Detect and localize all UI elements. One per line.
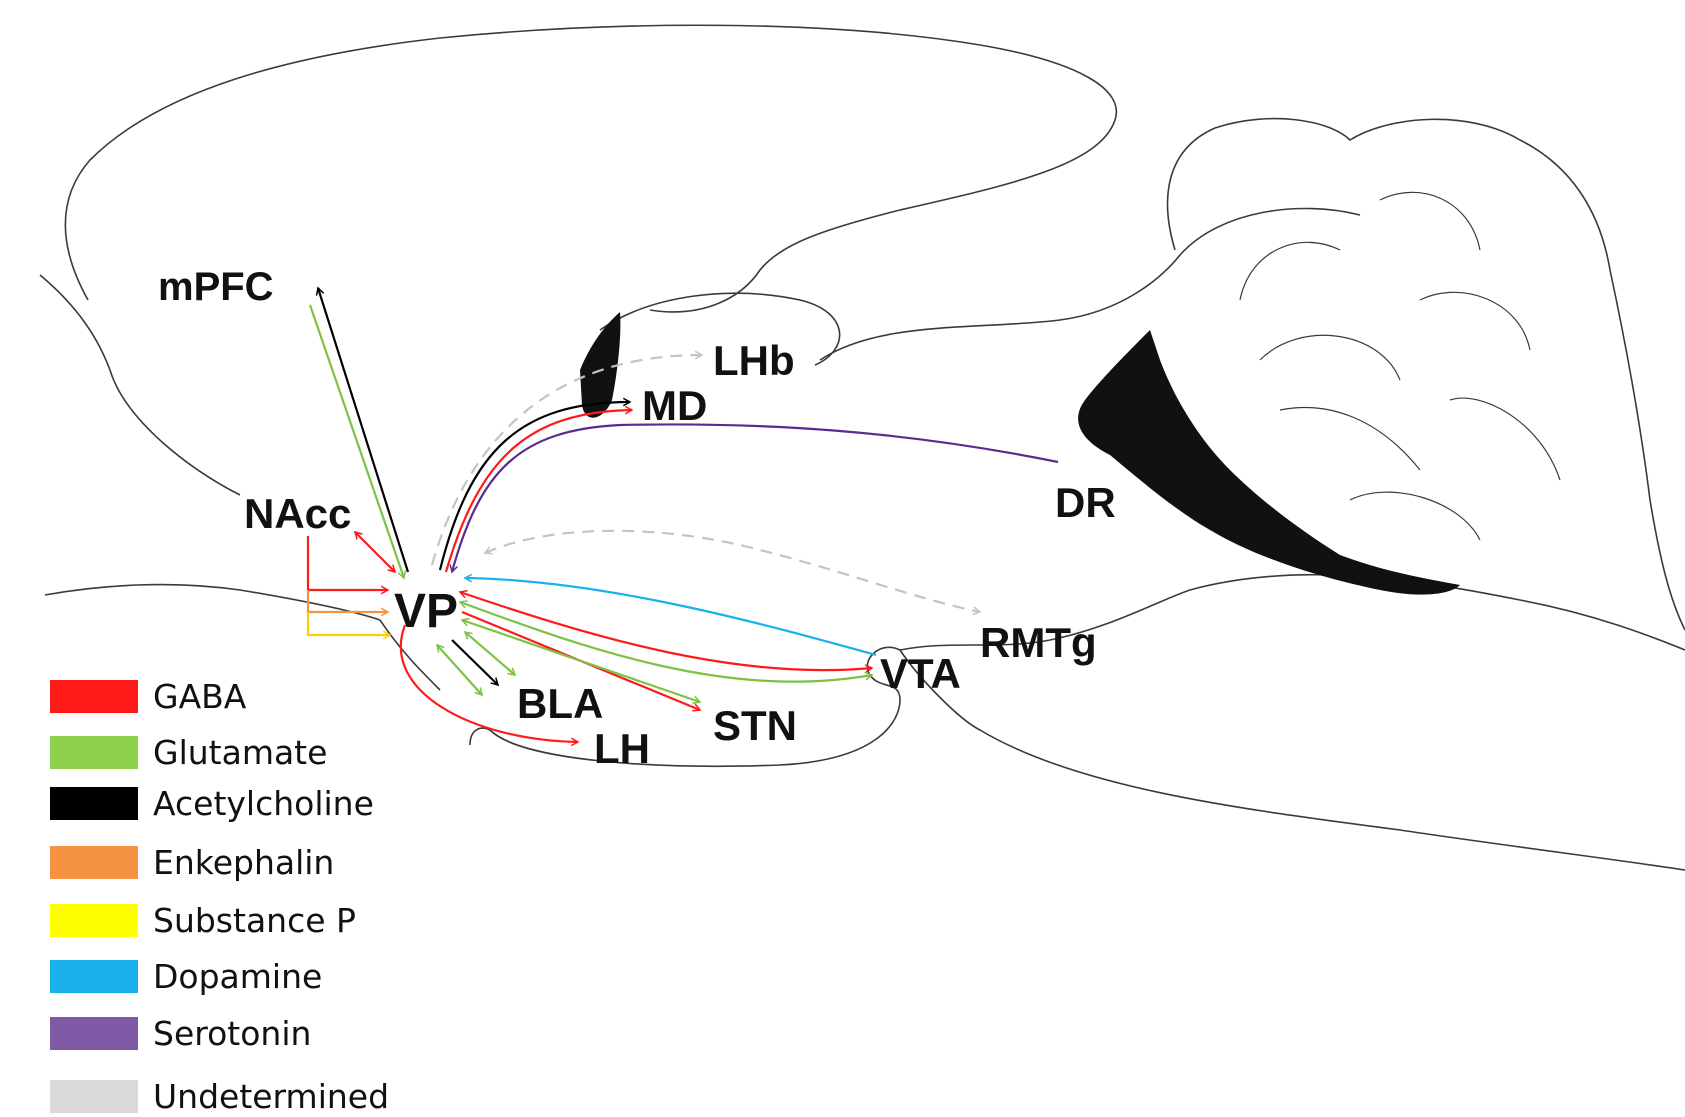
projections	[306, 288, 1059, 742]
cortex-dorsal-outline	[64, 24, 1118, 313]
label-lhb: LHb	[713, 337, 795, 384]
arrow-vta-vp-dopamine	[465, 578, 877, 657]
legend-label-gaba: GABA	[153, 677, 247, 716]
arrow-vp-nacc-gaba	[355, 532, 395, 572]
hippocampus-outline	[599, 292, 841, 366]
lateral-ventricle	[580, 312, 621, 418]
legend-label-dopamine: Dopamine	[153, 957, 322, 996]
arrow-nacc-vp-gaba	[306, 536, 388, 590]
arrow-vp-vta-gaba	[460, 592, 872, 670]
legend-swatch-glutamate	[50, 736, 138, 769]
arrow-dr-vp-serotonin	[452, 423, 1059, 572]
legend-swatch-gaba	[50, 680, 138, 713]
cortex-outline	[39, 274, 241, 496]
ventricles	[580, 312, 1460, 595]
legend-swatch-acetylcholine	[50, 787, 138, 820]
arrow-vp-bla-acetylcholine	[451, 639, 498, 685]
legend-swatch-serotonin	[50, 1017, 138, 1050]
legend-label-substance-p: Substance P	[153, 901, 356, 940]
label-rmtg: RMTg	[980, 619, 1097, 666]
arrow-vp-md-acetylcholine	[438, 402, 630, 571]
legend-label-glutamate: Glutamate	[153, 733, 327, 772]
legend-label-undetermined: Undetermined	[153, 1077, 389, 1116]
region-labels: mPFC LHb MD NAcc DR VP RMTg VTA BLA STN …	[158, 265, 1116, 772]
legend-swatch-enkephalin	[50, 846, 138, 879]
label-stn: STN	[713, 702, 797, 749]
label-lh: LH	[594, 725, 650, 772]
label-bla: BLA	[517, 680, 603, 727]
label-nacc: NAcc	[244, 490, 351, 537]
brainstem-ventral-outline	[44, 583, 381, 621]
arrow-vp-rmtg-undetermined	[485, 529, 980, 612]
label-vp: VP	[394, 585, 458, 638]
arrow-vp-bla-glutamate	[465, 632, 515, 675]
fourth-ventricle	[1078, 330, 1460, 595]
legend-swatch-dopamine	[50, 960, 138, 993]
legend-label-acetylcholine: Acetylcholine	[153, 784, 374, 823]
cerebellum-folia	[1239, 191, 1561, 541]
olfactory-outline	[379, 619, 441, 691]
arrow-vp-md-gaba	[444, 410, 632, 573]
midbrain-outline	[819, 207, 1361, 361]
label-vta: VTA	[880, 650, 961, 697]
arrow-mpfc-vp-glutamate	[308, 304, 404, 578]
cerebellum-outline	[1166, 117, 1685, 631]
arrow-nacc-vp-substance-p	[306, 612, 390, 635]
legend: GABA GlutamateAcetylcholineEnkephalinSubs…	[50, 677, 389, 1116]
arrow-nacc-vp-enkephalin	[306, 590, 388, 612]
legend-label-serotonin: Serotonin	[153, 1014, 311, 1053]
legend-swatch-substance-p	[50, 904, 138, 937]
brain-outline	[39, 24, 1685, 871]
legend-label-enkephalin: Enkephalin	[153, 843, 334, 882]
label-md: MD	[642, 382, 707, 429]
arrow-bla-vp-glutamate	[437, 645, 482, 695]
arrow-vp-mpfc-acetylcholine	[318, 288, 410, 573]
arrow-vp-lhb-undetermined	[430, 355, 702, 566]
label-dr: DR	[1055, 479, 1116, 526]
label-mpfc: mPFC	[158, 265, 274, 309]
arrow-vp-lh-gaba	[399, 624, 578, 742]
pons-outline	[899, 573, 1685, 651]
legend-swatch-undetermined	[50, 1080, 138, 1113]
ventral-outline	[469, 646, 1685, 871]
